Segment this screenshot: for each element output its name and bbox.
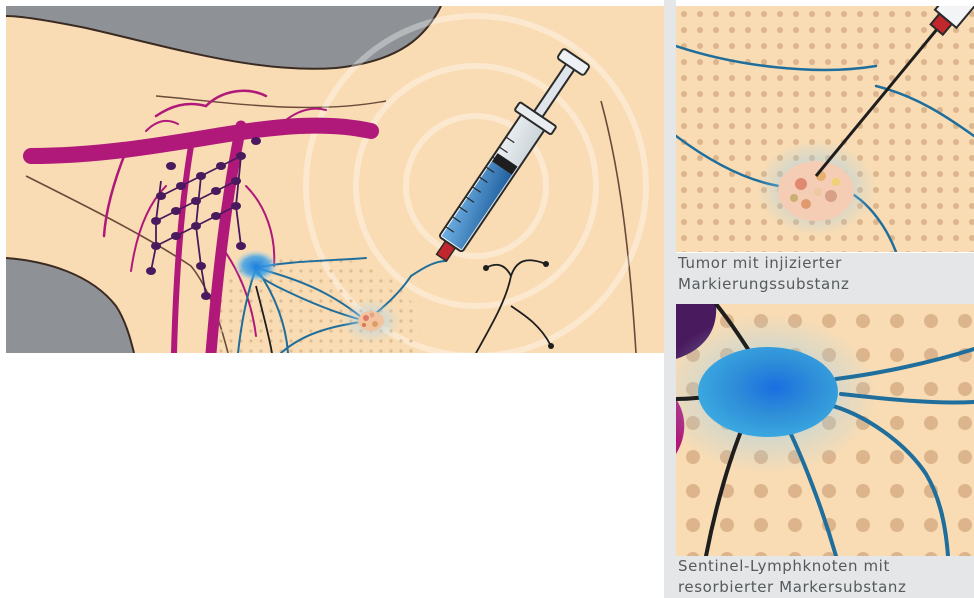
tumor-detail-illustration [676, 6, 974, 252]
side-divider-strip [664, 0, 676, 598]
tumor-caption-line-2: Markierungssubstanz [678, 275, 849, 293]
lymph-node-icon [698, 347, 838, 437]
sentinel-node-detail-panel [676, 304, 974, 556]
tumor-icon [341, 299, 401, 343]
main-illustration-panel [6, 6, 664, 353]
tumor-detail-panel [676, 6, 974, 252]
sentinel-caption: Sentinel-Lymphknoten mit resorbierter Mar… [676, 556, 974, 598]
tumor-icon [778, 161, 854, 221]
lymph-node-icon [234, 250, 278, 282]
sentinel-node-detail-illustration [676, 304, 974, 556]
sentinel-caption-line-2: resorbierter Markersubstanz [678, 578, 907, 596]
tumor-caption: Tumor mit injizierterMarkierungssubstanz [676, 253, 974, 304]
sentinel-caption-line-1: Sentinel-Lymphknoten mit [678, 557, 890, 575]
tumor-caption-line-1: Tumor mit injizierter [678, 254, 842, 272]
body-illustration [6, 6, 664, 353]
